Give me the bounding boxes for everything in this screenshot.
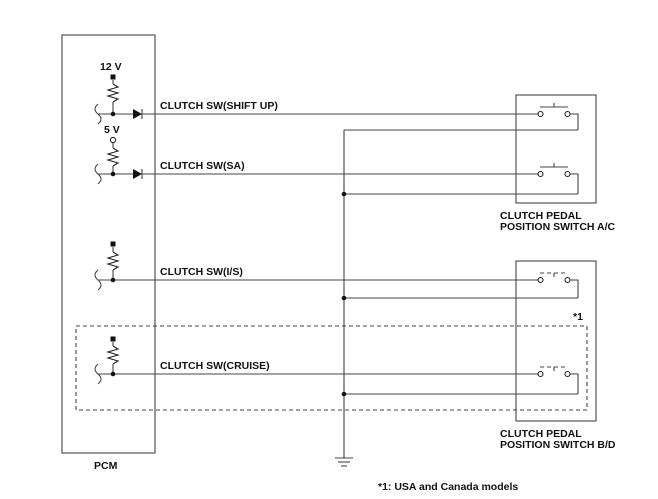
channel-is: CLUTCH SW(I/S) [94,241,538,291]
footnote: *1: USA and Canada models [378,481,518,493]
pullup-resistor [106,147,120,167]
channel-shift-up: CLUTCH SW(SHIFT UP) [94,74,538,125]
switch-housing [515,260,597,422]
channel-sa: CLUTCH SW(SA) [94,136,538,185]
supply-5v-label: 5 V [104,124,120,136]
channel-cruise: CLUTCH SW(CRUISE) [94,336,538,385]
pcm-label: PCM [94,460,118,472]
supply-terminal [109,136,117,144]
supply-terminal [110,241,116,247]
switch-contact-icon [537,366,571,378]
switch-contact-icon [537,163,571,178]
signal-label: CLUTCH SW(I/S) [160,266,243,278]
cruise-footnote-marker: *1 [573,311,583,323]
clutch-pedal-position-switch-ac [515,94,597,204]
diode-icon [133,169,142,179]
supply-terminal [110,336,116,342]
switch-contact-icon [537,272,571,284]
signal-label: CLUTCH SW(CRUISE) [160,360,270,372]
switch-bd-label-line1: CLUTCH PEDAL [500,428,582,440]
switch-ac-label-line2: POSITION SWITCH A/C [500,221,616,233]
signal-label: CLUTCH SW(SHIFT UP) [160,100,278,112]
supply-terminal [110,74,116,80]
ground-bus [335,129,578,467]
supply-12v-label: 12 V [100,61,122,73]
switch-ac-label-line1: CLUTCH PEDAL [500,210,582,222]
cruise-option-boundary [75,325,588,411]
clutch-pedal-position-switch-bd [515,260,597,422]
pullup-resistor [106,251,120,271]
ground-icon [335,457,353,467]
pullup-resistor [106,345,120,365]
switch-contact-icon [537,103,571,118]
switch-bd-label-line2: POSITION SWITCH B/D [500,439,616,451]
pcm-box [61,34,156,454]
switch-housing [515,94,597,204]
signal-label: CLUTCH SW(SA) [160,160,245,172]
diode-icon [133,109,142,119]
pullup-resistor [106,83,120,103]
